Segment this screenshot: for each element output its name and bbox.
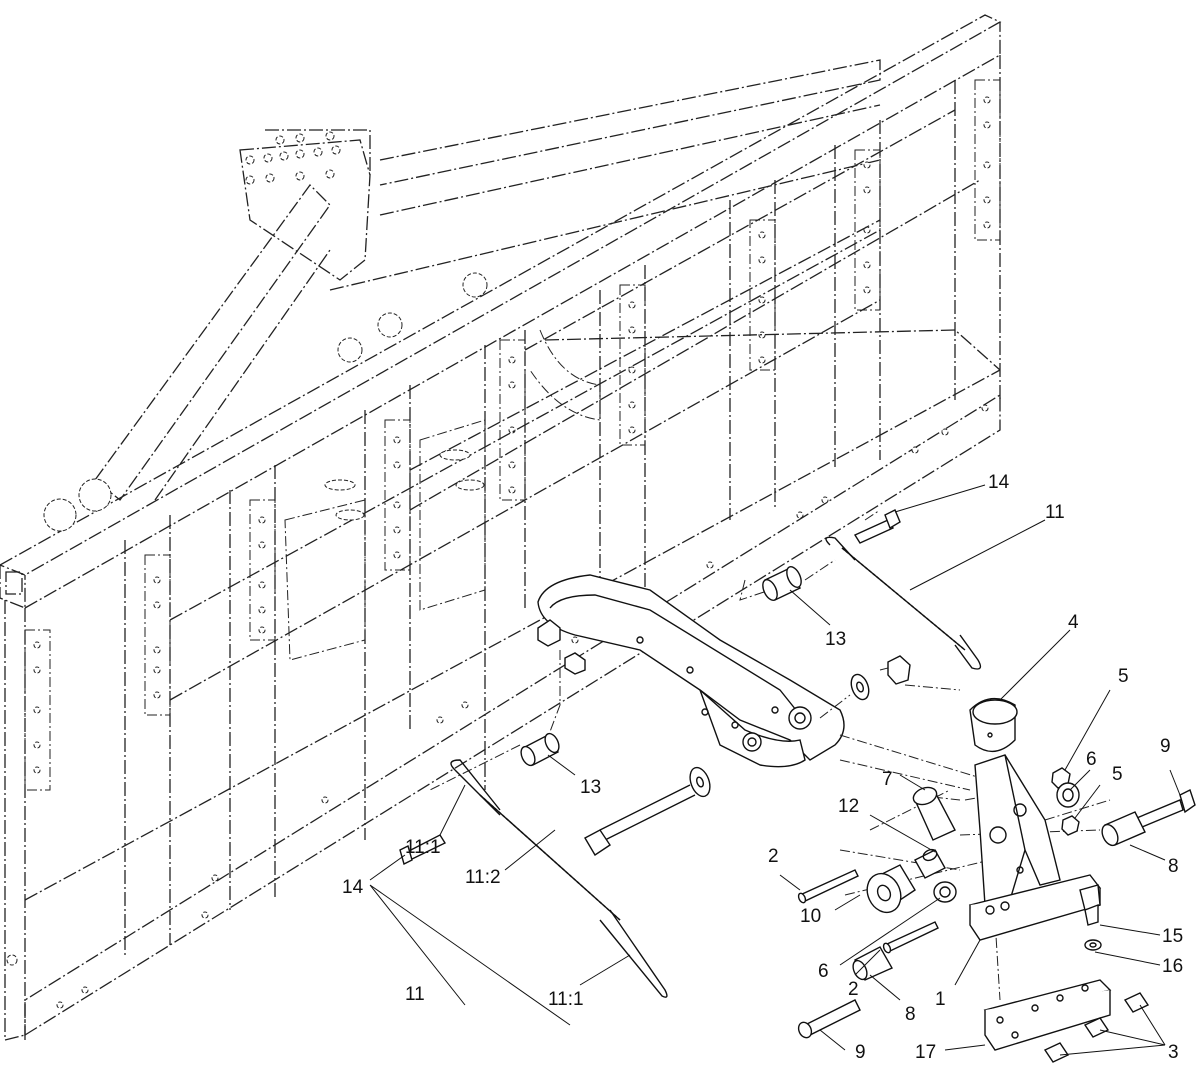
callout-5: 5	[1118, 666, 1129, 687]
part-11-spring-lower	[450, 759, 668, 998]
callout-1: 1	[935, 989, 946, 1010]
callout-12: 12	[838, 796, 859, 817]
part-11-spring-upper	[825, 536, 982, 670]
part-2-pin-lower	[882, 921, 939, 954]
callout-9: 9	[855, 1042, 866, 1063]
callout-10: 10	[800, 906, 821, 927]
lower-bolt-and-washer	[584, 766, 711, 856]
callout-13: 13	[580, 777, 601, 798]
part-15-bolt	[1079, 884, 1101, 926]
callout-8: 8	[1168, 856, 1179, 877]
part-8-sleeve-upper	[1101, 811, 1146, 847]
lever-bracket	[974, 754, 1061, 906]
callout-labels: 14 11 13 4 5 6 5 9 7 12 13 2 8 14 11:1 1…	[342, 472, 1183, 1063]
callout-17: 17	[915, 1042, 936, 1063]
swing-arm	[537, 574, 845, 768]
callout-2: 2	[768, 846, 779, 867]
part-7-spacer	[912, 786, 956, 841]
part-6-bushing-lower	[933, 881, 957, 903]
callout-15: 15	[1162, 926, 1183, 947]
callout-5: 5	[1112, 764, 1123, 785]
callout-11-1: 11:1	[405, 837, 441, 858]
callout-11: 11	[405, 984, 425, 1005]
callout-4: 4	[1068, 612, 1079, 633]
part-12-pin	[914, 848, 946, 879]
callout-7: 7	[882, 769, 893, 790]
part-13-bushing-upper	[762, 566, 802, 601]
part-14-bolt-upper	[853, 509, 901, 544]
callout-2: 2	[848, 979, 859, 1000]
callout-13: 13	[825, 629, 846, 650]
part-5-nut-lower	[1061, 815, 1080, 836]
callout-11: 11	[1045, 502, 1065, 523]
part-17-block	[983, 979, 1112, 1051]
callout-14: 14	[342, 877, 364, 898]
phantom-frame	[0, 14, 1002, 1041]
part-16-washer	[1084, 939, 1102, 951]
part-2-pin-upper	[797, 869, 859, 904]
callout-9: 9	[1160, 736, 1171, 757]
callout-6: 6	[818, 961, 829, 982]
part-4-knob	[969, 697, 1018, 753]
part-3-fittings	[1043, 992, 1150, 1063]
part-9-bolt-lower	[797, 999, 861, 1039]
washer-and-nut-upper	[850, 655, 911, 701]
callout-14: 14	[988, 472, 1010, 493]
callout-8: 8	[905, 1004, 916, 1025]
callout-16: 16	[1162, 956, 1183, 977]
callout-3: 3	[1168, 1042, 1179, 1063]
part-6-bushing-upper	[1056, 782, 1080, 808]
part-10-roller	[866, 864, 916, 914]
callout-11-2: 11:2	[465, 867, 501, 888]
callout-11-1: 11:1	[548, 989, 584, 1010]
leader-lines	[369, 484, 1181, 1056]
part-13-bushing-lower	[520, 732, 560, 767]
part-14-bolt-lower	[399, 834, 447, 866]
callout-6: 6	[1086, 749, 1097, 770]
